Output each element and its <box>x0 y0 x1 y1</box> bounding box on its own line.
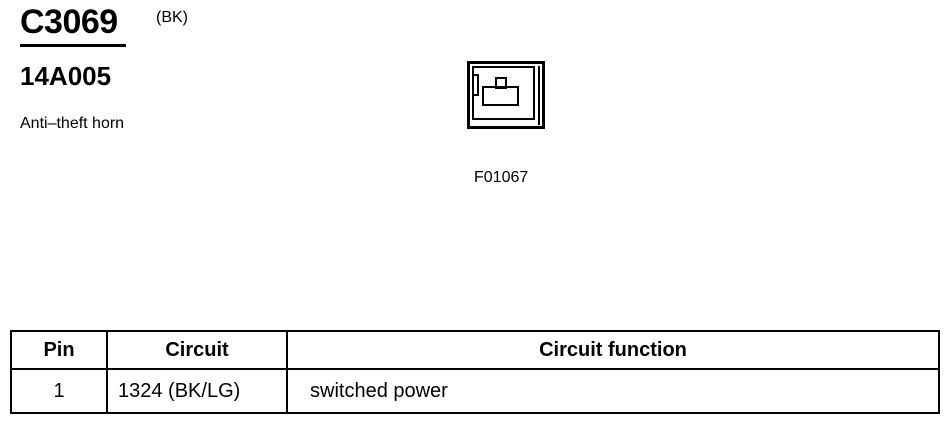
part-number: 14A005 <box>20 61 112 91</box>
header-pin: Pin <box>10 330 108 370</box>
header-circuit: Circuit <box>106 330 288 370</box>
component-name: Anti–theft horn <box>20 115 125 132</box>
connector-id: C3069 <box>20 3 118 41</box>
pin-table: Pin Circuit Circuit function 1 1324 (BK/… <box>10 330 940 414</box>
circuit-function-cell: switched power <box>286 368 940 414</box>
connector-terminal-pin <box>495 77 507 89</box>
connector-face-diagram <box>467 61 545 129</box>
header-circuit-function: Circuit function <box>286 330 940 370</box>
table-row: 1 1324 (BK/LG) switched power <box>10 368 940 414</box>
connector-terminal-housing <box>482 86 519 106</box>
connector-outer-shell <box>467 61 545 129</box>
connector-id-underline <box>20 44 126 47</box>
connector-latch <box>472 74 479 96</box>
pin-number-cell: 1 <box>10 368 108 414</box>
connector-color: (BK) <box>156 9 188 26</box>
figure-code: F01067 <box>474 169 529 186</box>
circuit-cell: 1324 (BK/LG) <box>106 368 288 414</box>
pin-table-header-row: Pin Circuit Circuit function <box>10 330 940 370</box>
